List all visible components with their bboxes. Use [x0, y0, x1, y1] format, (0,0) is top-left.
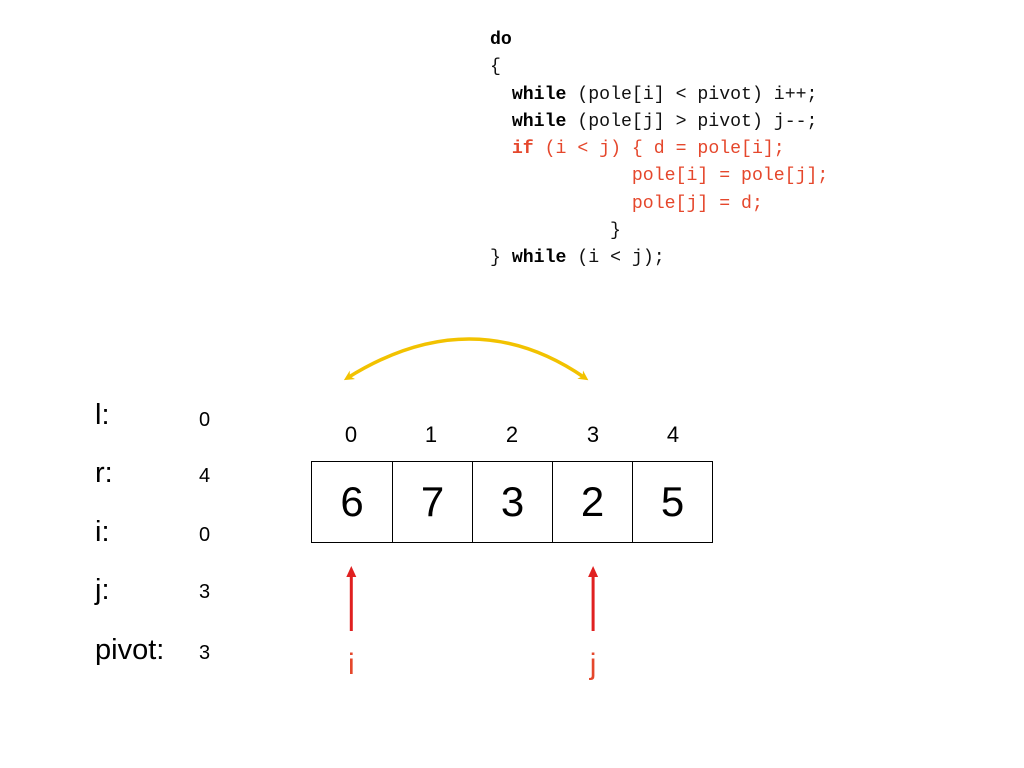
code-line: }	[490, 218, 828, 245]
pointer-arrowhead-j	[588, 566, 599, 577]
array-cell: 5	[632, 462, 712, 542]
array-index: 3	[586, 422, 600, 447]
code-line: while (pole[i] < pivot) i++;	[490, 82, 828, 109]
code-keyword: while	[511, 111, 567, 132]
code-text: }	[490, 221, 621, 242]
code-text: pole[j] = d;	[490, 193, 763, 214]
code-keyword: while	[511, 84, 567, 105]
code-line-highlighted: pole[j] = d;	[490, 191, 828, 218]
code-line: while (pole[j] > pivot) j--;	[490, 109, 828, 136]
code-text: (i < j) { d = pole[i];	[533, 139, 785, 160]
pointer-arrowhead-i	[346, 566, 357, 577]
code-text: pole[i] = pole[j];	[490, 166, 829, 187]
array-index: 2	[505, 422, 519, 447]
pointer-label-j: j	[589, 648, 597, 681]
code-text: (pole[i] < pivot) i++;	[566, 84, 818, 105]
array-cell: 3	[472, 462, 552, 542]
var-label-l: l:	[95, 399, 110, 431]
array-cell: 2	[552, 462, 632, 542]
array-index: 1	[424, 422, 438, 447]
array-index: 4	[666, 422, 680, 447]
array-cell: 7	[392, 462, 472, 542]
pointer-label-i: i	[347, 648, 355, 681]
var-value-pivot: 3	[199, 642, 211, 664]
array-index: 0	[344, 422, 358, 447]
code-text: (pole[j] > pivot) j--;	[566, 111, 818, 132]
var-label-i: i:	[95, 516, 110, 548]
code-keyword: while	[511, 248, 567, 269]
code-text: {	[490, 57, 501, 78]
var-label-r: r:	[95, 457, 113, 489]
code-line: do	[490, 27, 828, 54]
var-value-l: 0	[199, 409, 211, 431]
array-cell: 6	[340, 478, 364, 525]
code-block: do { while (pole[i] < pivot) i++; while (…	[490, 27, 828, 273]
var-value-i: 0	[199, 524, 211, 546]
code-line-highlighted: if (i < j) { d = pole[i];	[490, 136, 828, 163]
code-keyword: if	[511, 139, 534, 160]
swap-arrow	[343, 337, 589, 381]
var-value-j: 3	[199, 581, 211, 603]
code-keyword: do	[490, 30, 512, 50]
code-line: } while (i < j);	[490, 245, 828, 272]
var-value-r: 4	[199, 465, 211, 487]
code-text: (i < j);	[566, 248, 665, 269]
code-line: {	[490, 54, 828, 81]
code-line-highlighted: pole[i] = pole[j];	[490, 163, 828, 190]
array: 6 7 3 2 5	[311, 461, 713, 543]
code-text: }	[490, 248, 512, 269]
var-label-j: j:	[95, 574, 110, 606]
var-label-pivot: pivot:	[95, 634, 165, 666]
